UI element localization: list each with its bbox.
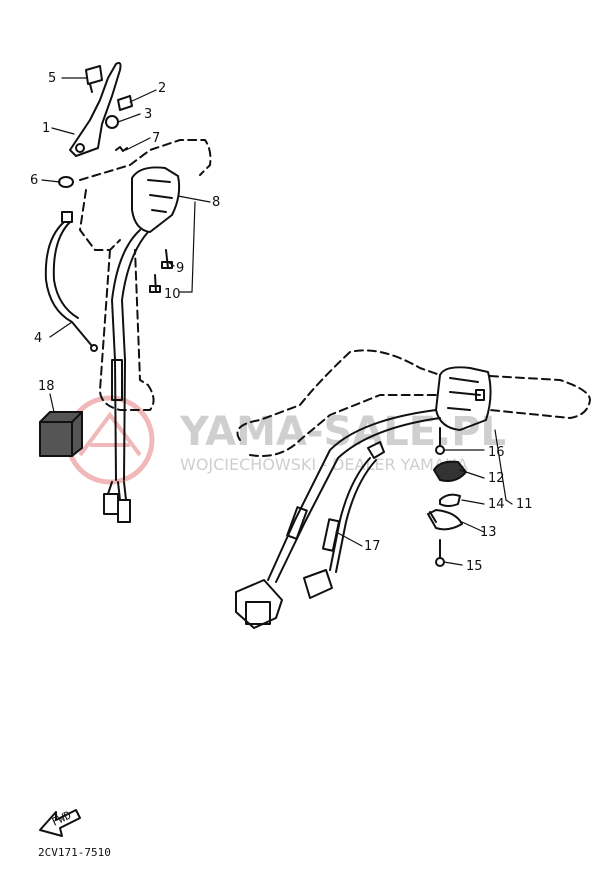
- part-7-spring: [115, 146, 128, 152]
- part-12-cover: [433, 460, 467, 482]
- diagram-code: 2CV171-7510: [38, 846, 111, 859]
- relay-unit: [39, 411, 83, 457]
- callout-11: 11: [516, 497, 533, 512]
- front-brake-switch-lead: [303, 441, 385, 599]
- part-3-nut: [105, 115, 119, 129]
- watermark-title: YAMA-SALE.PL: [179, 409, 506, 455]
- part-10-screw: [149, 274, 161, 293]
- clutch-lever: [69, 61, 122, 157]
- callout-14: 14: [488, 497, 505, 512]
- callout-10: 10: [164, 287, 181, 302]
- leader-lines: [41, 77, 513, 566]
- right-handlebar-switch: [435, 366, 492, 431]
- part-5-pivot: [85, 65, 103, 93]
- callout-2: 2: [158, 81, 166, 96]
- switch-wire-harness: [111, 229, 149, 481]
- callout-15: 15: [466, 559, 483, 574]
- part-15-screw: [435, 539, 445, 567]
- callout-3: 3: [144, 107, 152, 122]
- callout-4: 4: [34, 331, 42, 346]
- callout-5: 5: [48, 71, 56, 86]
- left-handlebar: [79, 139, 212, 411]
- right-handlebar: [236, 349, 591, 457]
- part-9-screw: [161, 249, 173, 269]
- part-2-bolt: [117, 95, 133, 111]
- callout-1: 1: [42, 121, 50, 136]
- callout-16: 16: [488, 445, 505, 460]
- watermark-subtitle: WOJCIECHOWSKI - DEALER YAMAHA: [180, 455, 468, 474]
- right-connector: [235, 579, 283, 629]
- callout-17: 17: [364, 539, 381, 554]
- callout-6: 6: [30, 173, 38, 188]
- fwd-label: FWD: [50, 809, 74, 829]
- left-handlebar-switch: [131, 166, 181, 233]
- part-14-washer: [439, 493, 461, 507]
- right-wire-harness: [267, 409, 441, 583]
- part-13-clamp: [427, 509, 463, 531]
- left-connector: [103, 481, 131, 523]
- callout-18: 18: [38, 379, 55, 394]
- part-6-collar: [58, 176, 74, 188]
- callout-13: 13: [480, 525, 497, 540]
- callout-labels: 5 2 3 1 7 6 8 9 10 4 18 16 12 11 14 13 1…: [30, 71, 533, 574]
- clutch-switch-lead: [44, 211, 98, 352]
- fwd-arrow-icon: [39, 809, 81, 837]
- callout-12: 12: [488, 471, 505, 486]
- callout-8: 8: [212, 195, 220, 210]
- callout-9: 9: [176, 261, 184, 276]
- callout-7: 7: [152, 131, 160, 146]
